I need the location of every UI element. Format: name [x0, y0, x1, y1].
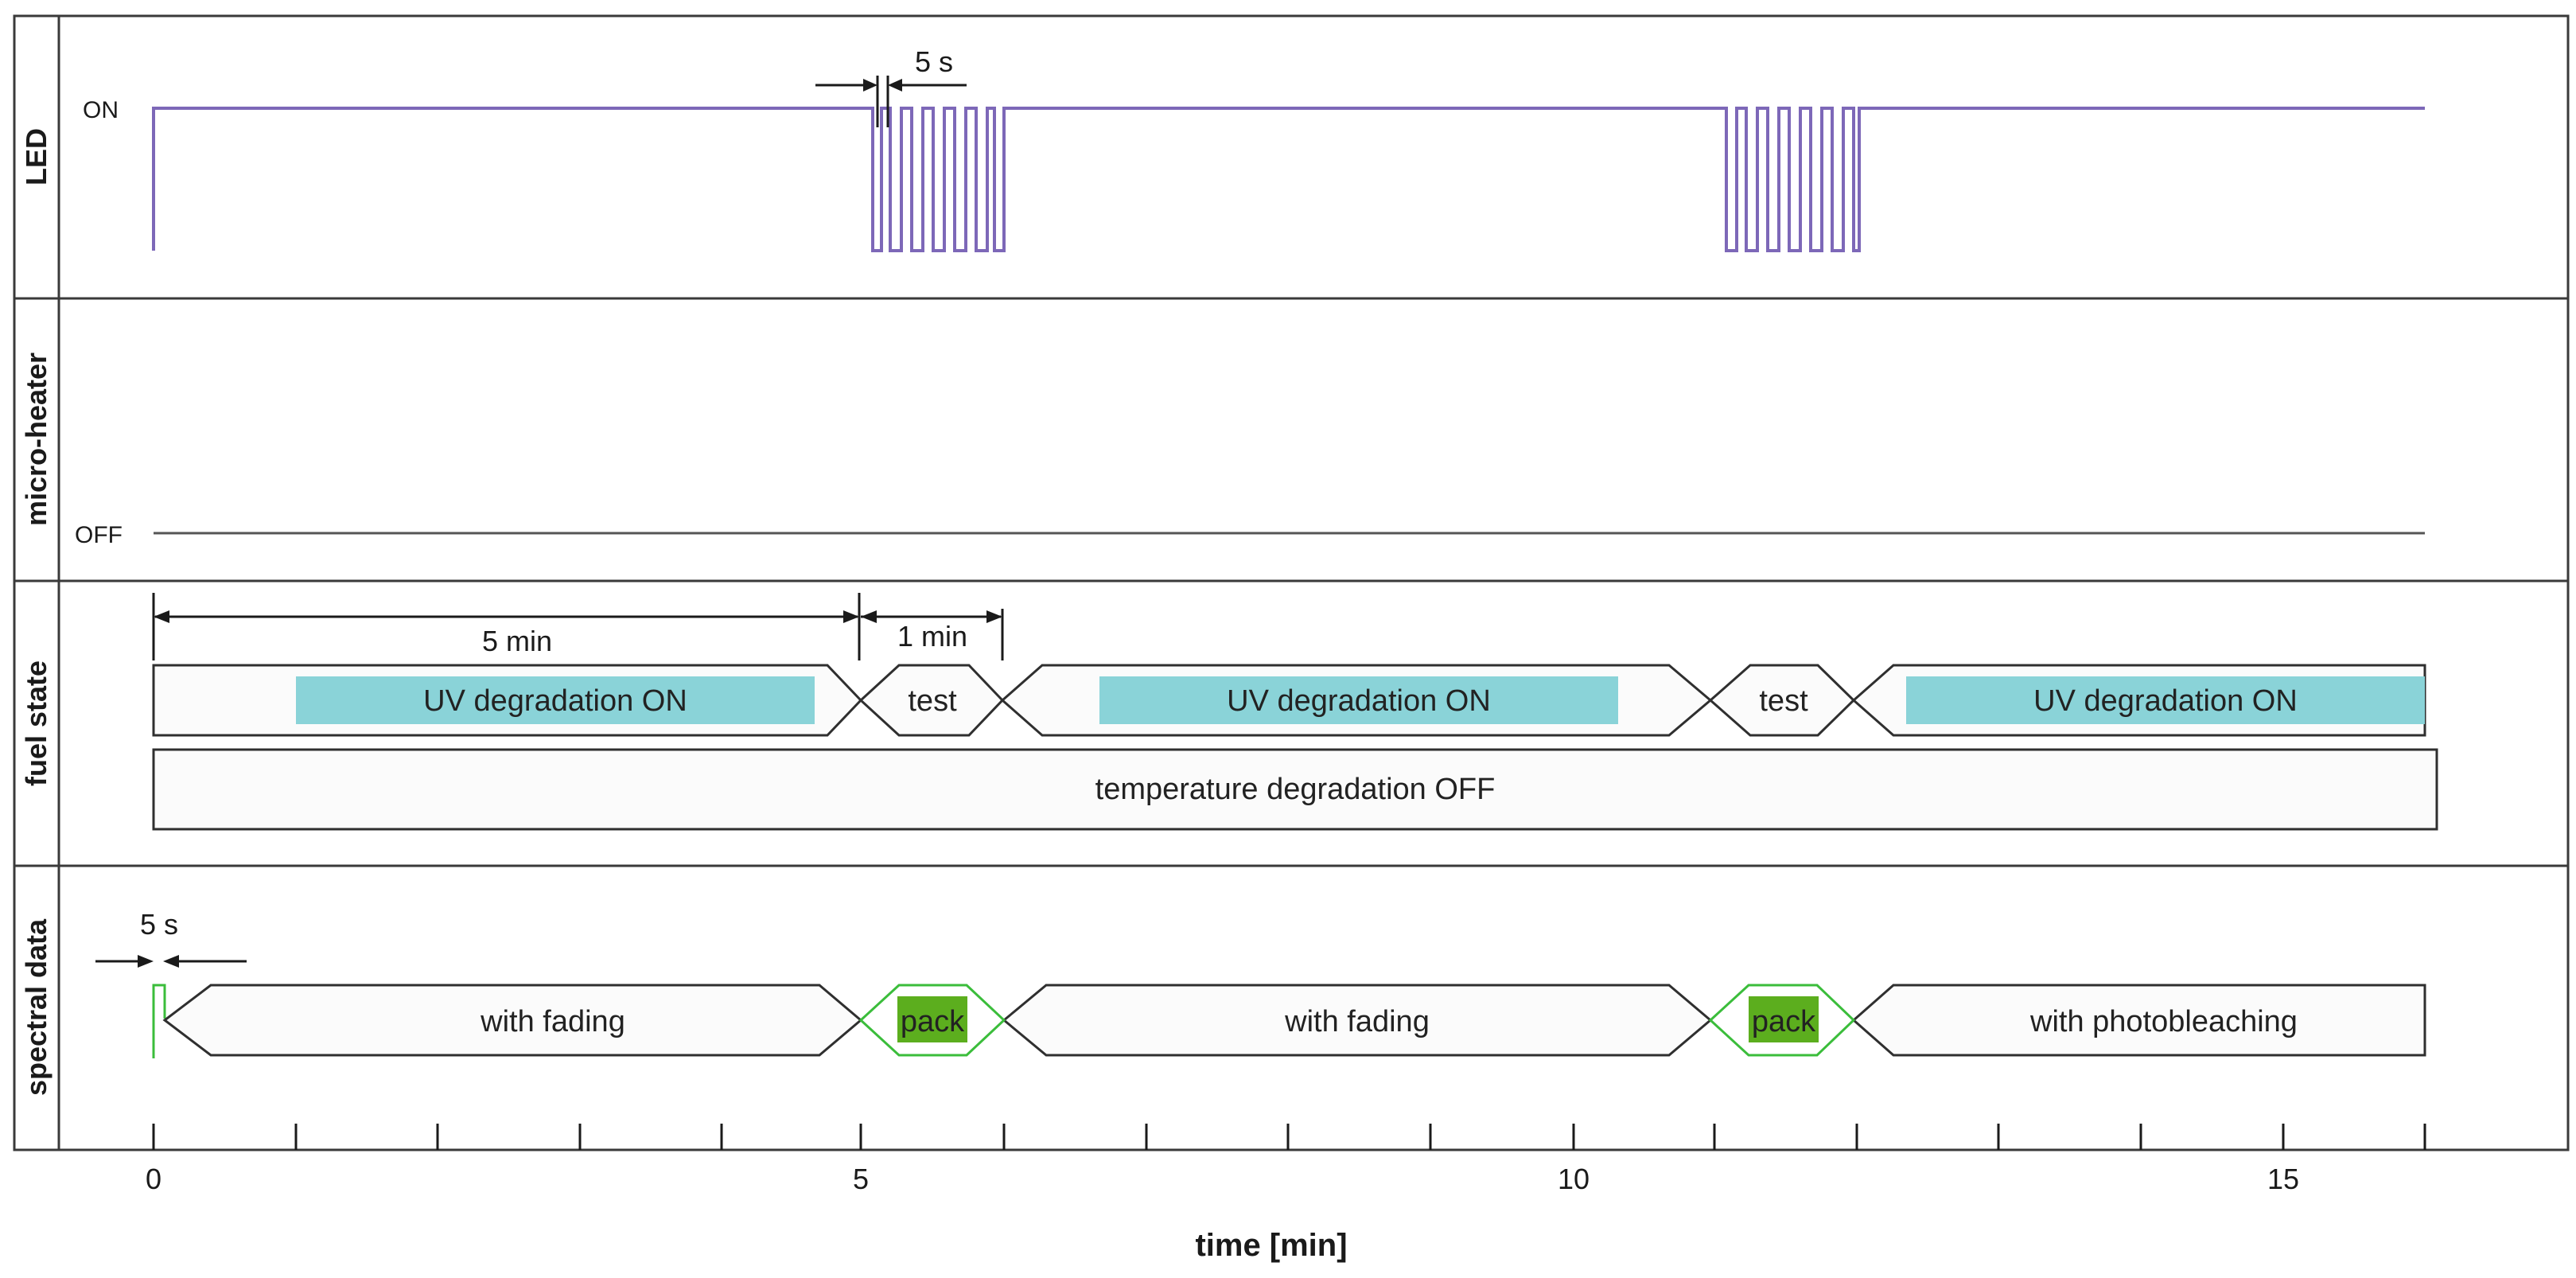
uv-label-1: UV degradation ON — [423, 684, 687, 718]
row-title-spectral-data: spectral data — [20, 918, 53, 1096]
interval-5min-label: 5 min — [482, 625, 552, 657]
uv-label-2: UV degradation ON — [1227, 684, 1491, 718]
tick-label-15: 15 — [2267, 1163, 2299, 1195]
spectral-start-pulse — [152, 984, 166, 1058]
pack-label-2: pack — [1752, 1005, 1816, 1038]
photobleaching-label: with photobleaching — [2029, 1005, 2298, 1038]
tick-label-5: 5 — [853, 1163, 869, 1195]
led-pulse-label: 5 s — [915, 45, 953, 78]
temperature-label: temperature degradation OFF — [1095, 773, 1496, 806]
time-axis-ticks — [152, 1124, 2426, 1150]
temperature-bus — [152, 748, 2438, 831]
test-label-2: test — [1759, 684, 1808, 718]
uv-band-1 — [296, 676, 815, 724]
uv-band-3 — [1906, 676, 2425, 724]
led-level-on: ON — [83, 97, 119, 123]
uv-label-3: UV degradation ON — [2033, 684, 2298, 718]
interval-1min-label: 1 min — [897, 620, 967, 653]
uv-band-2 — [1099, 676, 1618, 724]
led-signal — [152, 107, 2425, 252]
spectral-pulse-dimension — [95, 955, 247, 968]
test-label-1: test — [908, 684, 957, 718]
pack-hex-2 — [1708, 984, 1856, 1057]
fading-label-1: with fading — [480, 1005, 625, 1038]
diagram-frame — [13, 14, 2570, 1151]
x-axis-title: time [min] — [1195, 1228, 1347, 1263]
row-title-led: LED — [20, 128, 53, 185]
row-title-micro-heater: micro-heater — [20, 353, 53, 526]
row-title-fuel-state: fuel state — [20, 660, 53, 786]
fading-label-2: with fading — [1284, 1005, 1430, 1038]
pack-fill-2 — [1749, 996, 1819, 1042]
spectral-pulse-label: 5 s — [140, 908, 178, 941]
pack-hex-1 — [858, 984, 1006, 1057]
interval-dimensions — [152, 593, 1004, 660]
tick-label-0: 0 — [146, 1163, 161, 1195]
heater-level-off: OFF — [75, 522, 123, 548]
pack-label-1: pack — [901, 1005, 965, 1038]
led-pulse-dimension — [815, 76, 967, 127]
tick-label-10: 10 — [1558, 1163, 1590, 1195]
photobleaching-bus-segment — [1851, 984, 2426, 1057]
pack-fill-1 — [897, 996, 967, 1042]
